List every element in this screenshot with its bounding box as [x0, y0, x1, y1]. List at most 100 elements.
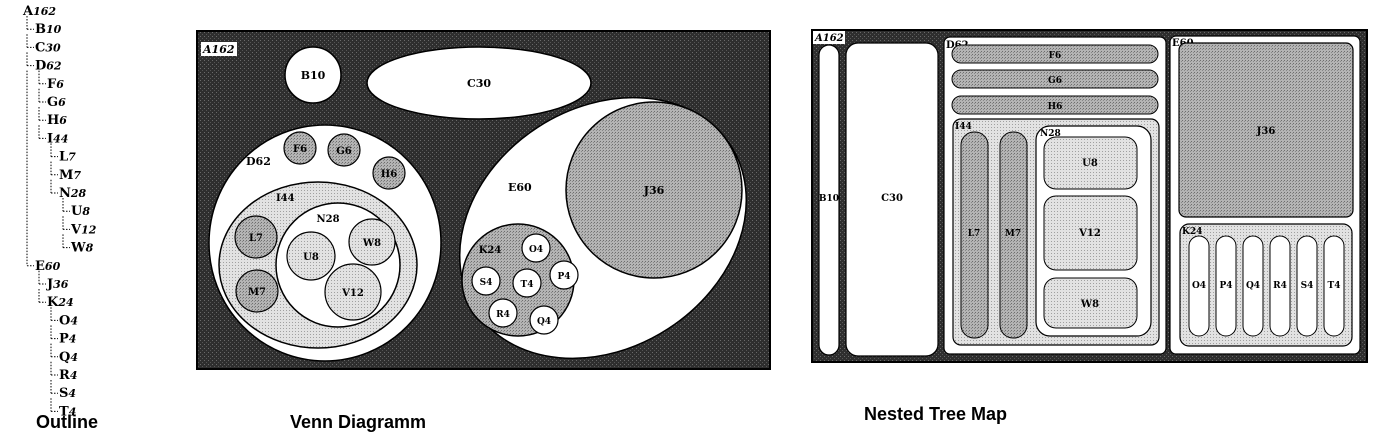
venn-Q-label: Q4	[537, 317, 551, 327]
outline-node-b: B10	[35, 22, 62, 37]
outline-node-value: 4	[68, 387, 76, 400]
tm-N-label: N28	[1040, 129, 1061, 139]
tm-T	[1323, 235, 1345, 337]
venn-S	[471, 266, 501, 296]
outline-node-letter: K	[47, 295, 59, 310]
venn-P	[549, 260, 579, 290]
tm-V-label: V12	[1078, 228, 1101, 239]
outline-node-letter: U	[71, 204, 83, 219]
outline-node-value: 7	[73, 169, 81, 182]
outline-node-letter: T	[59, 404, 69, 419]
outline-node-v: V12	[70, 222, 97, 237]
outline-node-value: 10	[46, 23, 62, 36]
tm-J	[1178, 42, 1354, 218]
outline-node-letter: D	[35, 59, 46, 74]
tm-P	[1215, 235, 1237, 337]
outline-node-value: 6	[59, 114, 67, 127]
outline-node-m: M7	[59, 168, 81, 183]
treemap-caption: Nested Tree Map	[864, 404, 1008, 424]
venn-B	[284, 46, 342, 104]
outline-node-g: G6	[47, 95, 66, 110]
outline-node-letter: P	[59, 332, 69, 347]
outline-node-letter: V	[70, 222, 82, 237]
tm-J-label: J36	[1256, 126, 1276, 137]
venn-R	[488, 298, 518, 328]
venn-W-label: W8	[362, 238, 381, 249]
venn-L-label: L7	[249, 233, 263, 244]
outline-node-a: A162	[22, 4, 56, 19]
tm-Q	[1242, 235, 1264, 337]
tm-R	[1269, 235, 1291, 337]
outline-node-letter: Q	[59, 350, 70, 365]
outline-node-letter: L	[59, 150, 68, 165]
outline-node-value: 7	[68, 151, 76, 164]
tm-U-label: U8	[1082, 158, 1098, 169]
outline-tree: A162B10C30D62F6G6H6I44L7M7N28U8V12W8E60J…	[22, 4, 97, 419]
venn-N-label: N28	[316, 214, 339, 225]
outline-node-w: W8	[70, 241, 94, 256]
outline-caption: Outline	[36, 412, 98, 432]
outline-node-q: Q4	[59, 350, 78, 365]
outline-node-letter: N	[59, 186, 71, 201]
outline-node-value: 60	[45, 260, 61, 273]
outline-node-value: 12	[81, 223, 97, 236]
outline-node-t: T4	[59, 404, 76, 419]
venn-C	[366, 46, 592, 120]
outline-node-value: 6	[56, 78, 64, 91]
outline-node-value: 44	[53, 132, 68, 145]
venn-A-label-box	[201, 42, 237, 56]
outline-node-value: 6	[58, 96, 66, 109]
tm-A-label-box	[813, 31, 845, 44]
venn-U-label: U8	[303, 252, 319, 263]
outline-node-f: F6	[47, 77, 64, 92]
outline-node-r: R4	[59, 368, 77, 383]
outline-node-value: 4	[70, 314, 78, 327]
tm-G-label: G6	[1048, 76, 1062, 86]
tm-A-label: A162	[814, 33, 844, 44]
tm-B	[818, 44, 840, 356]
outline-node-n: N28	[59, 186, 87, 201]
tm-M	[999, 131, 1028, 339]
outline-node-value: 4	[69, 405, 77, 418]
outline-node-letter: W	[70, 241, 86, 256]
outline-node-value: 8	[86, 242, 94, 255]
outline-node-l: L7	[59, 150, 76, 165]
outline-node-j: J36	[46, 277, 69, 292]
outline-node-value: 36	[53, 278, 69, 291]
venn-Q	[529, 305, 559, 335]
outline-node-value: 24	[57, 296, 73, 309]
outline-node-letter: A	[22, 4, 34, 19]
outline-node-d: D62	[35, 59, 62, 74]
venn-F-label: F6	[293, 144, 307, 155]
tm-H	[951, 95, 1159, 115]
tm-C	[845, 42, 939, 357]
venn-G-label: G6	[336, 146, 352, 157]
tm-B-label: B10	[819, 194, 839, 204]
outline-node-k: K24	[47, 295, 74, 310]
venn-K-label: K24	[479, 245, 502, 256]
venn-T	[512, 268, 542, 298]
tm-R-label: R4	[1273, 281, 1287, 291]
tm-F-label: F6	[1049, 51, 1062, 61]
venn-S-label: S4	[480, 278, 493, 288]
tm-S-label: S4	[1301, 281, 1314, 291]
outline-node-letter: O	[59, 313, 70, 328]
outline-node-i: I44	[47, 131, 68, 146]
outline-node-letter: C	[35, 40, 45, 55]
venn-O	[521, 233, 551, 263]
venn-J-label: J36	[643, 184, 665, 197]
venn-P-label: P4	[557, 272, 570, 282]
outline-node-value: 4	[70, 369, 78, 382]
outline-node-value: 162	[33, 5, 56, 18]
tm-W	[1043, 277, 1138, 329]
outline-node-c: C30	[35, 40, 61, 55]
outline-node-letter: E	[35, 259, 45, 274]
outline-node-p: P4	[59, 332, 76, 347]
venn-W	[348, 218, 396, 266]
outline-node-value: 8	[82, 205, 90, 218]
venn-M	[235, 269, 279, 313]
tm-C-label: C30	[881, 193, 903, 204]
venn-J	[565, 101, 743, 279]
outline-node-letter: S	[59, 386, 68, 401]
